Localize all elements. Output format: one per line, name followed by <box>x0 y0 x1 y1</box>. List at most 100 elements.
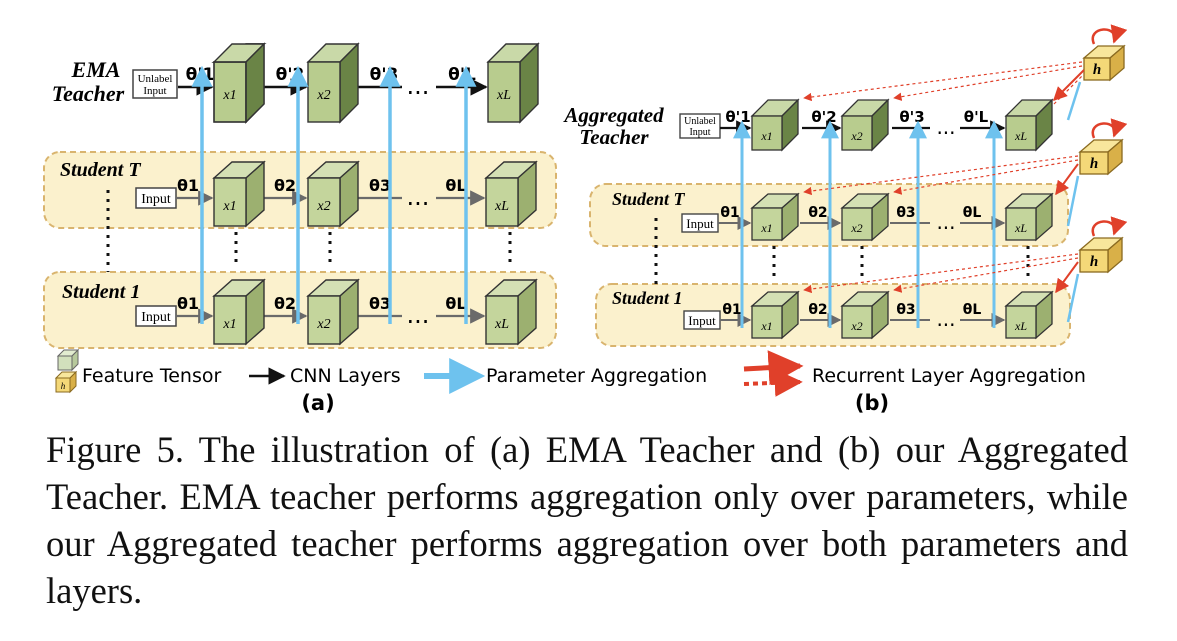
student-ellipsis: ... <box>936 307 955 331</box>
teacher-node-xl: xL <box>1014 129 1027 143</box>
student-cube <box>306 160 360 228</box>
student-param-3: θ3 <box>369 294 391 313</box>
teacher-node-x2: x2 <box>850 129 862 143</box>
teacher-param-3: θ'3 <box>899 108 924 126</box>
legend-recurrent-arrow-solid <box>743 350 804 386</box>
student-1-node-x1: x1 <box>760 319 772 333</box>
teacher-cube <box>1004 98 1054 152</box>
student-param-1: θ1 <box>177 294 199 313</box>
unlabel-input-box <box>679 113 721 139</box>
student-ellipsis: ... <box>407 183 430 211</box>
student-param-l: θL <box>963 205 982 221</box>
teacher-cube <box>840 98 890 152</box>
teacher-node-xl: xL <box>496 88 511 103</box>
student-param-1: θ1 <box>177 176 199 195</box>
student-param-l: θL <box>445 294 466 313</box>
legend-h-label: h <box>61 381 66 391</box>
figure-diagram: EMA Teacher Unlabel Input ... θ'1 θ'2 θ'… <box>43 24 1128 415</box>
student-t-label: Student T <box>612 189 686 209</box>
legend: h Feature Tensor CNN Layers Parameter Ag… <box>54 348 1086 397</box>
legend-recurrent-arrow-dotted <box>743 368 803 397</box>
recurrent-h-cube <box>1078 118 1128 176</box>
legend-cnn-layers: CNN Layers <box>290 365 401 387</box>
student-param-1: θ1 <box>722 302 741 318</box>
student-cube <box>212 160 266 228</box>
student-param-3: θ3 <box>896 302 915 318</box>
student-cube <box>306 278 360 346</box>
unlabel-input-text: Unlabel <box>684 116 716 127</box>
student-t-node-xl: xL <box>1014 221 1027 235</box>
student-1-node-x2: x2 <box>850 319 862 333</box>
student-1-node-xl: xL <box>1014 319 1027 333</box>
teacher-param-l: θ'L <box>448 65 476 85</box>
student-param-3: θ3 <box>369 176 391 195</box>
legend-feature-tensor-icon <box>56 348 80 372</box>
aggregated-teacher-label: Aggregated <box>562 103 664 127</box>
student-1-label: Student 1 <box>62 281 140 303</box>
student-t-input-text: Input <box>141 192 171 207</box>
teacher-param-1: θ'1 <box>186 65 215 85</box>
unlabel-input-box <box>132 69 178 99</box>
panel-a: EMA Teacher Unlabel Input ... θ'1 θ'2 θ'… <box>43 42 557 415</box>
ema-teacher-label: EMA <box>71 57 121 82</box>
student-ellipsis: ... <box>936 210 955 234</box>
teacher-node-x1: x1 <box>760 129 772 143</box>
teacher-ellipsis: ... <box>936 115 955 139</box>
student-param-3: θ3 <box>896 205 915 221</box>
teacher-param-1: θ'1 <box>725 108 750 126</box>
figure-caption: Figure 5. The illustration of (a) EMA Te… <box>46 429 1128 611</box>
ema-teacher-label-2: Teacher <box>52 81 125 106</box>
panel-b-label: (b) <box>855 391 889 415</box>
student-t-band <box>43 151 557 229</box>
student-param-l: θL <box>963 302 982 318</box>
unlabel-input-text-2: Input <box>689 127 710 138</box>
panel-a-label: (a) <box>301 391 334 415</box>
student-cube <box>840 290 890 340</box>
student-cube <box>840 192 890 242</box>
student-t-node-x2: x2 <box>850 221 862 235</box>
teacher-param-2: θ'2 <box>811 108 836 126</box>
teacher-ellipsis: ... <box>407 72 430 100</box>
teacher-node-x2: x2 <box>316 88 330 103</box>
student-param-2: θ2 <box>274 294 296 313</box>
student-t-label: Student T <box>60 159 141 181</box>
aggregated-teacher-label-2: Teacher <box>579 125 649 149</box>
teacher-cube <box>211 42 267 124</box>
teacher-param-l: θ'L <box>964 108 989 126</box>
teacher-param-3: θ'3 <box>370 65 399 85</box>
student-1-node-xl: xL <box>494 317 509 332</box>
student-cube <box>484 160 538 228</box>
student-1-label: Student 1 <box>612 288 683 308</box>
student-param-2: θ2 <box>274 176 296 195</box>
teacher-cube <box>306 42 360 124</box>
panel-b: Aggregated Teacher Unlabel Input ... θ'1… <box>562 24 1128 415</box>
student-cube <box>750 290 800 340</box>
recurrent-h-cube <box>1078 216 1128 274</box>
recurrent-h-cube <box>1082 24 1128 82</box>
legend-feature-tensor: Feature Tensor <box>82 365 221 387</box>
legend-parameter-aggregation: Parameter Aggregation <box>486 365 707 387</box>
unlabel-input-text: Unlabel <box>138 73 173 85</box>
student-ellipsis: ... <box>407 301 430 329</box>
student-param-2: θ2 <box>808 302 827 318</box>
student-cube <box>1004 290 1054 340</box>
student-param-2: θ2 <box>808 205 827 221</box>
student-param-l: θL <box>445 176 466 195</box>
student-1-node-x2: x2 <box>316 317 330 332</box>
teacher-cube <box>486 42 540 124</box>
student-t-input-text: Input <box>686 216 714 231</box>
recurrent-h-label: h <box>1090 254 1098 270</box>
unlabel-input-text-2: Input <box>143 85 166 97</box>
student-cube <box>1004 192 1054 242</box>
student-cube <box>750 192 800 242</box>
student-1-node-x1: x1 <box>222 317 236 332</box>
recurrent-aggregation-arrows <box>803 61 1085 323</box>
student-param-1: θ1 <box>720 205 739 221</box>
recurrent-h-label: h <box>1090 156 1098 172</box>
student-t-node-xl: xL <box>494 199 509 214</box>
recurrent-h-label: h <box>1093 62 1101 78</box>
teacher-cube <box>750 98 800 152</box>
student-cube <box>484 278 538 346</box>
student-t-node-x1: x1 <box>222 199 236 214</box>
student-t-node-x1: x1 <box>760 221 772 235</box>
